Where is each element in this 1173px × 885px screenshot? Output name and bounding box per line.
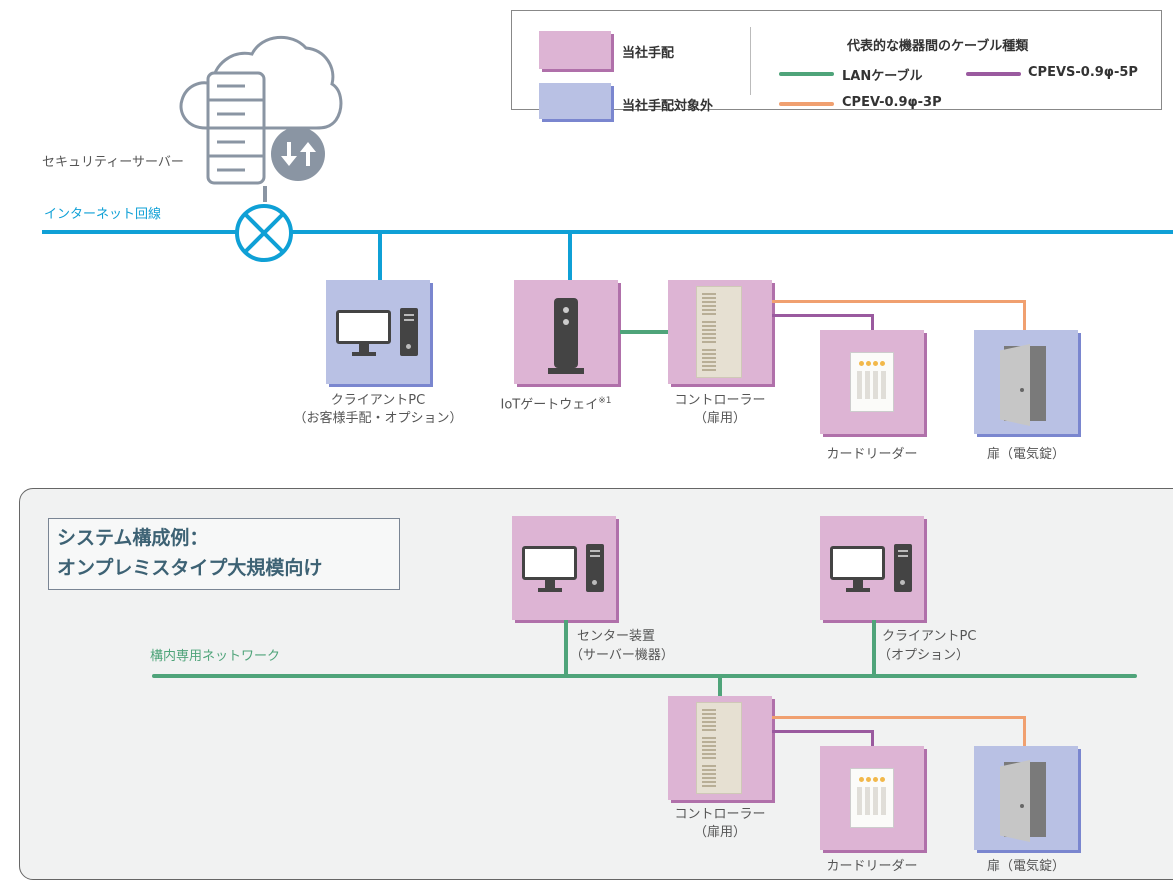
- gateway-controller-lan: [620, 330, 668, 334]
- legend-lan-label: LANケーブル: [842, 69, 923, 84]
- legend-divider: [750, 27, 751, 95]
- bottom-title-line1: システム構成例：: [57, 527, 209, 549]
- server-connector: [263, 186, 267, 202]
- router-cross-icon: [235, 204, 293, 262]
- internet-line: [42, 230, 1173, 234]
- cpevs-cable-top-v: [871, 314, 874, 330]
- bottom-title-box: システム構成例： オンプレミスタイプ大規模向け: [48, 518, 400, 590]
- door-label-bottom: 扉（電気錠）: [986, 859, 1065, 874]
- controller-icon: [696, 286, 742, 378]
- controller-label-top-1: コントローラー: [674, 393, 766, 408]
- legend: 当社手配 当社手配対象外 代表的な機器間のケーブル種類 LANケーブル CPEV…: [511, 10, 1162, 119]
- legend-not-our-supply-label: 当社手配対象外: [622, 99, 714, 114]
- cpev-cable-top-h: [772, 300, 1026, 303]
- client-label-bottom-2: （オプション）: [878, 648, 970, 663]
- desktop-pc-icon: [336, 310, 391, 344]
- legend-not-our-supply-swatch: [539, 83, 611, 119]
- legend-cable-title: 代表的な機器間のケーブル種類: [847, 39, 1029, 54]
- client-label-bottom-1: クライアントPC: [882, 629, 977, 644]
- cpevs-cable-top-h: [772, 314, 874, 317]
- legend-our-supply-swatch: [539, 31, 611, 69]
- center-server-box: [512, 516, 616, 620]
- legend-cpevs-line: [966, 72, 1021, 76]
- security-server-label: セキュリティーサーバー: [42, 155, 184, 170]
- internet-line-label: インターネット回線: [44, 207, 162, 222]
- card-reader-box-top: [820, 330, 924, 434]
- controller-label-bottom-1: コントローラー: [674, 807, 766, 822]
- legend-cpev-line: [779, 102, 834, 106]
- card-reader-box-bottom: [820, 746, 924, 850]
- door-box-bottom: [974, 746, 1078, 850]
- card-reader-icon: [850, 768, 894, 828]
- controller-drop-line: [718, 676, 722, 696]
- cpevs-cable-bottom-h: [772, 730, 874, 733]
- center-label-2: （サーバー機器）: [570, 648, 674, 663]
- door-box-top: [974, 330, 1078, 434]
- legend-our-supply-label: 当社手配: [622, 46, 675, 61]
- legend-lan-line: [779, 72, 834, 76]
- cpev-cable-top-v: [1023, 300, 1026, 330]
- controller-label-bottom-2: （扉用）: [693, 825, 746, 840]
- legend-cpevs-label: CPEVS-0.9φ-5P: [1028, 65, 1138, 80]
- cpev-cable-bottom-v: [1023, 716, 1026, 746]
- client-pc-label-1: クライアントPC: [330, 393, 426, 408]
- controller-box-top: [668, 280, 772, 384]
- iot-gateway-label: IoTゲートウェイ※1: [500, 396, 612, 413]
- desktop-pc-icon: [830, 546, 885, 580]
- client-pc-label-2: （お客様手配・オプション）: [293, 411, 463, 426]
- desktop-pc-icon: [522, 546, 577, 580]
- upload-download-icon: [271, 127, 325, 181]
- gateway-icon: [548, 298, 584, 374]
- controller-box-bottom: [668, 696, 772, 800]
- center-drop-line: [564, 620, 568, 676]
- bottom-title-line2: オンプレミスタイプ大規模向け: [57, 557, 323, 579]
- cpev-cable-bottom-h: [772, 716, 1026, 719]
- card-reader-label-top: カードリーダー: [826, 447, 918, 462]
- card-reader-label-bottom: カードリーダー: [826, 859, 918, 874]
- controller-label-top-2: （扉用）: [693, 411, 746, 426]
- client-pc-box: [326, 280, 430, 384]
- network-label: 構内専用ネットワーク: [150, 649, 281, 664]
- client-pc-box-bottom: [820, 516, 924, 620]
- pc-drop-line: [378, 232, 382, 280]
- door-label-top: 扉（電気錠）: [986, 447, 1065, 462]
- controller-icon: [696, 702, 742, 794]
- gateway-drop-line: [568, 232, 572, 280]
- iot-gateway-box: [514, 280, 618, 384]
- legend-cpev-label: CPEV-0.9φ-3P: [842, 95, 942, 110]
- card-reader-icon: [850, 352, 894, 412]
- private-network-line: [152, 674, 1137, 678]
- center-label-1: センター装置: [577, 629, 656, 644]
- client-drop-line: [872, 620, 876, 676]
- server-icon: [206, 71, 266, 185]
- cpevs-cable-bottom-v: [871, 730, 874, 746]
